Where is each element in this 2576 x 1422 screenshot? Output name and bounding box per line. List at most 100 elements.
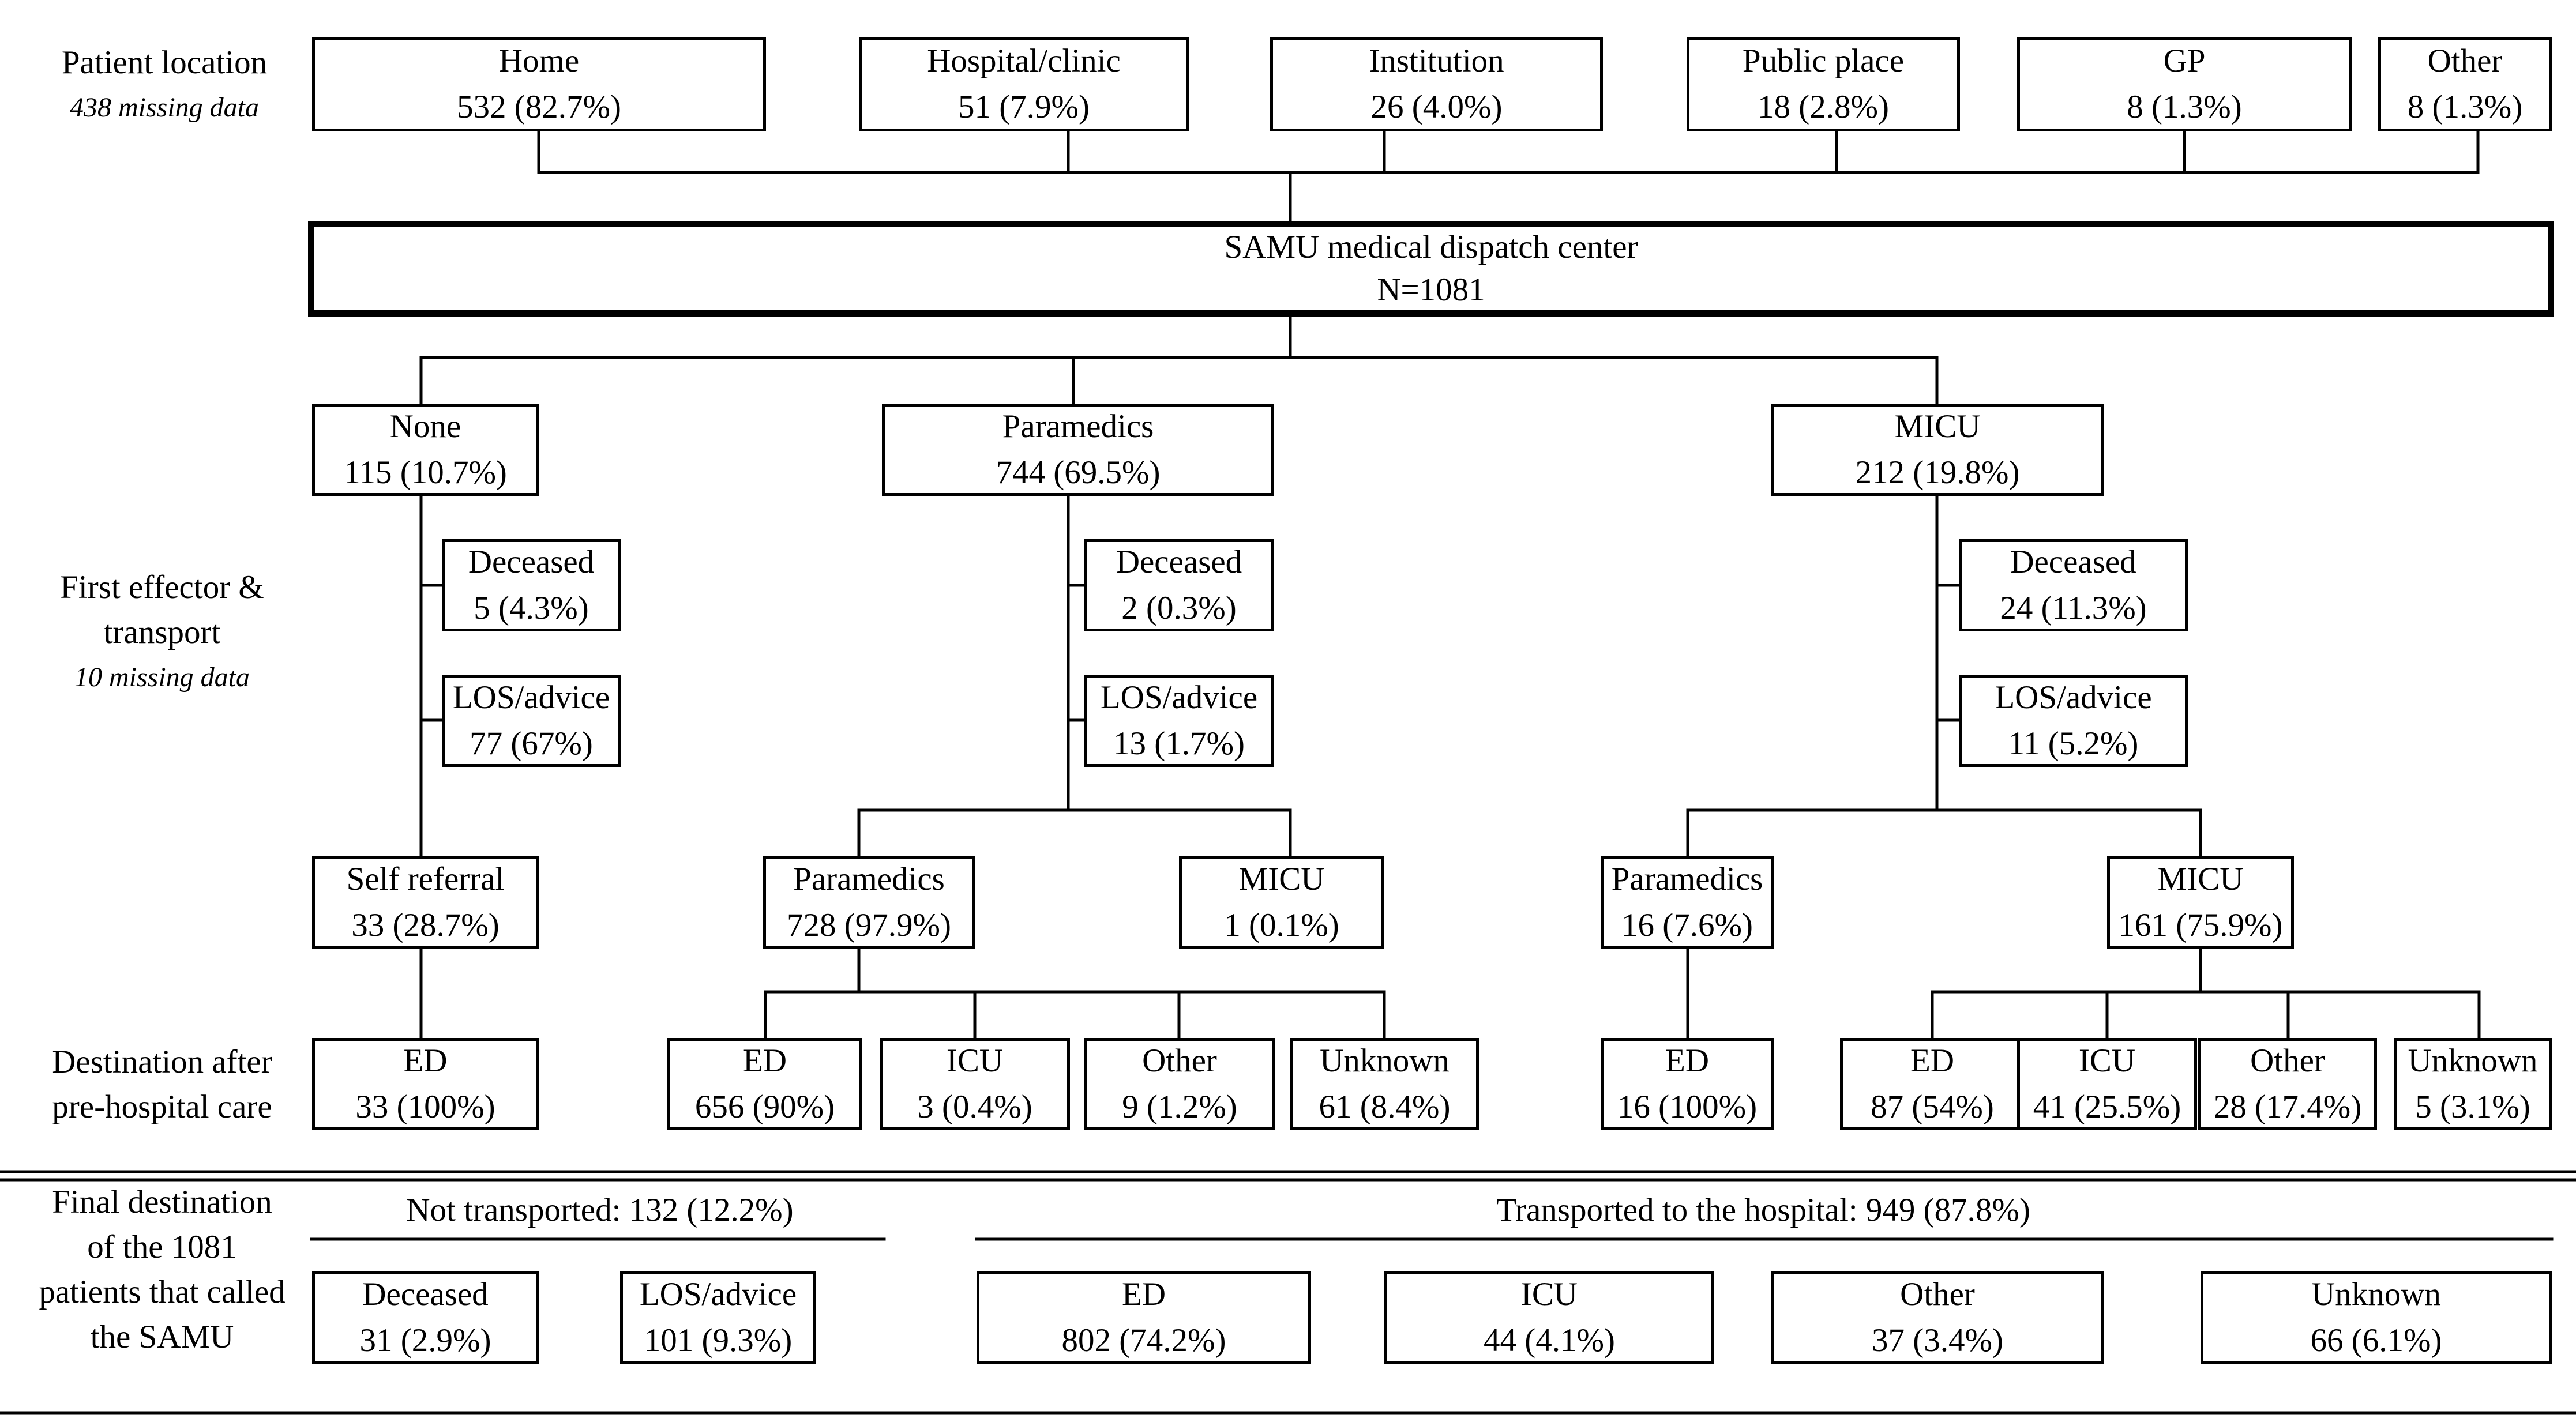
micu-other-box: Other 28 (17.4%) (2198, 1038, 2377, 1130)
box-label: Deceased (362, 1276, 489, 1312)
box-value: 61 (8.4%) (1319, 1089, 1451, 1125)
row-label-note: 10 missing data (74, 662, 250, 693)
final-deceased-box: Deceased 31 (2.9%) (312, 1271, 539, 1364)
row-label-line: pre-hospital care (52, 1089, 272, 1125)
box-value: 115 (10.7%) (344, 454, 507, 491)
micu-micu-box: MICU 161 (75.9%) (2107, 856, 2294, 949)
row-label-line: transport (103, 614, 221, 650)
box-value: 37 (3.4%) (1872, 1322, 2003, 1359)
box-value: 212 (19.8%) (1855, 454, 2020, 491)
box-label: MICU (1238, 861, 1325, 897)
location-box-gp: GP 8 (1.3%) (2017, 37, 2352, 131)
box-value: 13 (1.7%) (1113, 725, 1245, 762)
micu-unknown-box: Unknown 5 (3.1%) (2394, 1038, 2552, 1130)
paramedics-los-advice-box: LOS/advice 13 (1.7%) (1084, 675, 1274, 767)
box-value: 9 (1.2%) (1122, 1089, 1237, 1125)
box-value: 31 (2.9%) (359, 1322, 491, 1359)
box-label: ED (1122, 1276, 1166, 1312)
box-value: 1 (0.1%) (1224, 907, 1339, 943)
box-value: 24 (11.3%) (2000, 590, 2147, 626)
row-label-line: First effector & (60, 569, 264, 605)
box-label: Paramedics (793, 861, 945, 897)
box-label: Paramedics (1611, 861, 1763, 897)
box-label: Deceased (1116, 544, 1242, 580)
box-label: MICU (2157, 861, 2244, 897)
micu-paramedics-box: Paramedics 16 (7.6%) (1601, 856, 1774, 949)
box-value: 87 (54%) (1871, 1089, 1994, 1125)
box-value: 51 (7.9%) (958, 89, 1090, 125)
row-label-title: Patient location (61, 44, 268, 81)
box-label: Institution (1369, 43, 1504, 79)
box-label: LOS/advice (639, 1276, 797, 1312)
box-value: 16 (7.6%) (1621, 907, 1753, 943)
row-label-final-destination: Final destination of the 1081 patients t… (39, 1180, 285, 1360)
connector-micu (1686, 494, 2481, 1040)
location-box-institution: Institution 26 (4.0%) (1270, 37, 1603, 131)
box-value: 744 (69.5%) (996, 454, 1161, 491)
connector-locations (537, 129, 2480, 223)
connector-paramedics (764, 494, 1386, 1040)
connector-none (419, 494, 444, 1040)
paramedics-icu-box: ICU 3 (0.4%) (880, 1038, 1070, 1130)
samu-dispatch-center-box: SAMU medical dispatch center N=1081 (308, 221, 2554, 317)
box-label: None (389, 408, 461, 445)
box-label: Other (1142, 1043, 1217, 1079)
box-label: ED (1910, 1043, 1954, 1079)
final-unknown-box: Unknown 66 (6.1%) (2201, 1271, 2552, 1364)
location-box-public-place: Public place 18 (2.8%) (1687, 37, 1960, 131)
row-label-first-effector: First effector & transport 10 missing da… (60, 565, 264, 700)
row-label-patient-location: Patient location 438 missing data (62, 40, 267, 130)
samu-label: SAMU medical dispatch center (1224, 229, 1638, 265)
box-value: 77 (67%) (470, 725, 593, 762)
box-label: ED (403, 1043, 448, 1079)
box-value: 28 (17.4%) (2213, 1089, 2362, 1125)
box-label: Other (2250, 1043, 2325, 1079)
none-ed-box: ED 33 (100%) (312, 1038, 539, 1130)
box-value: 101 (9.3%) (644, 1322, 793, 1359)
box-label: LOS/advice (452, 679, 610, 716)
box-value: 11 (5.2%) (2008, 725, 2139, 762)
box-label: Self referral (346, 861, 505, 897)
box-value: 2 (0.3%) (1121, 590, 1237, 626)
effector-box-micu: MICU 212 (19.8%) (1771, 404, 2104, 496)
location-box-hospital-clinic: Hospital/clinic 51 (7.9%) (859, 37, 1189, 131)
box-label: Public place (1742, 43, 1905, 79)
box-value: 33 (100%) (355, 1089, 495, 1125)
box-label: Hospital/clinic (927, 43, 1121, 79)
micu-ed-box: ED 87 (54%) (1840, 1038, 2025, 1130)
box-value: 5 (3.1%) (2415, 1089, 2530, 1125)
box-label: Unknown (2311, 1276, 2441, 1312)
box-value: 8 (1.3%) (2407, 89, 2523, 125)
row-label-line: Destination after (52, 1044, 272, 1080)
box-label: Paramedics (1002, 408, 1154, 445)
separator-lines (0, 1170, 2576, 1415)
paramedics-micu-box: MICU 1 (0.1%) (1179, 856, 1384, 949)
location-box-home: Home 532 (82.7%) (312, 37, 766, 131)
box-label: LOS/advice (1995, 679, 2152, 716)
box-label: Unknown (2408, 1043, 2538, 1079)
box-label: MICU (1894, 408, 1981, 445)
box-value: 161 (75.9%) (2118, 907, 2283, 943)
box-label: ED (743, 1043, 787, 1079)
paramedics-paramedics-box: Paramedics 728 (97.9%) (763, 856, 975, 949)
paramedics-unknown-box: Unknown 61 (8.4%) (1290, 1038, 1479, 1130)
box-value: 8 (1.3%) (2127, 89, 2242, 125)
box-label: ICU (2078, 1043, 2136, 1079)
final-los-advice-box: LOS/advice 101 (9.3%) (620, 1271, 816, 1364)
box-value: 44 (4.1%) (1484, 1322, 1615, 1359)
box-label: Unknown (1320, 1043, 1450, 1079)
box-label: ICU (1520, 1276, 1578, 1312)
box-value: 66 (6.1%) (2310, 1322, 2442, 1359)
samu-value: N=1081 (1377, 272, 1485, 308)
paramedics-ed-box: ED 656 (90%) (667, 1038, 862, 1130)
row-label-line: the SAMU (90, 1319, 234, 1355)
box-value: 33 (28.7%) (351, 907, 500, 943)
none-self-referral-box: Self referral 33 (28.7%) (312, 856, 539, 949)
box-label: LOS/advice (1100, 679, 1258, 716)
final-ed-box: ED 802 (74.2%) (977, 1271, 1311, 1364)
transported-header: Transported to the hospital: 949 (87.8%) (1496, 1192, 2030, 1228)
micu-icu-box: ICU 41 (25.5%) (2017, 1038, 2197, 1130)
paramedics-other-box: Other 9 (1.2%) (1084, 1038, 1275, 1130)
